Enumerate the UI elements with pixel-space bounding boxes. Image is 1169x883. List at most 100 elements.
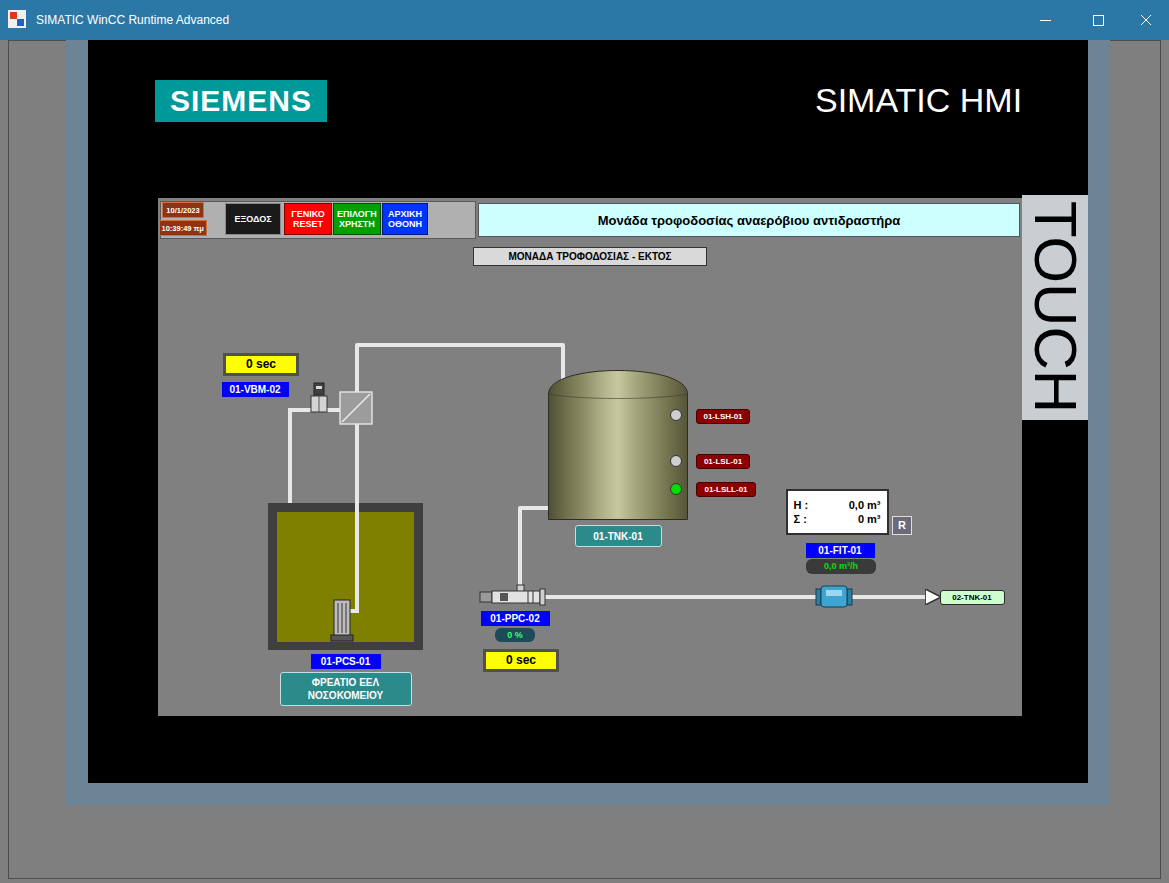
timer-display-text: 0 sec [246, 357, 276, 371]
header-button-band [161, 202, 476, 239]
hmi-screen [158, 198, 1022, 716]
icon-base [8, 10, 26, 28]
progressive-cavity-pump [480, 585, 545, 605]
pump-rib [528, 591, 529, 603]
touch-band [1022, 195, 1088, 420]
meter-flange [847, 589, 852, 605]
tank-drawing [548, 370, 688, 520]
panel-model: SIMATIC HMI [815, 81, 1022, 120]
speed-readout-text: 0 % [507, 630, 523, 640]
submersible-pump [334, 600, 350, 636]
node-caption-stack: 01-PCS-01ΦΡΕΑΤΙΟ ΕΕΛ ΝΟΣΟΚΟΜΕΙΟΥ [268, 654, 423, 706]
equipment-tag: 01-PPC-02 [481, 611, 550, 626]
close-glyph [1141, 15, 1151, 25]
window-title: SIMATIC WinCC Runtime Advanced [36, 13, 229, 27]
app-icon [8, 10, 26, 28]
valve-actuator-mark [316, 386, 322, 389]
brand-logo-text: SIEMENS [170, 84, 312, 118]
reset-button-text: R [898, 519, 906, 531]
status-banner: ΜΟΝΑΔΑ ΤΡΟΦΟΔΟΣΙΑΣ - ΕΚΤΟΣ [473, 247, 707, 266]
time-display: 10:39:49 πμ [159, 220, 207, 236]
nav-button: ΕΠΙΛΟΓΗ ΧΡΗΣΤΗ [333, 203, 381, 235]
return-pipe [290, 410, 340, 503]
pump-body [492, 591, 540, 603]
panel-front [88, 40, 1088, 783]
destination-tag: 02-TNK-01 [940, 590, 1005, 605]
pump-flange [540, 589, 545, 605]
filter-body [340, 392, 372, 424]
tank-vessel: 01-TNK-01 [548, 370, 688, 520]
nav-button-text: ΕΞΟΔΟΣ [234, 214, 271, 224]
speed-readout: 0 % [495, 628, 535, 642]
valve-stem [319, 396, 320, 412]
nav-button: ΕΞΟΔΟΣ [225, 203, 281, 235]
valve-actuator [314, 383, 324, 395]
nav-button: ΑΡΧΙΚΗ ΟΘΟΝΗ [382, 203, 428, 235]
sump-pit-text: 01-PCS-01 [311, 654, 381, 669]
process-pipe [520, 508, 940, 597]
status-banner-text: ΜΟΝΑΔΑ ΤΡΟΦΟΔΟΣΙΑΣ - ΕΚΤΟΣ [508, 251, 671, 262]
totalizer-display-text: 0,0 m³ [818, 499, 880, 511]
totalizer-display-text: Σ : [794, 513, 809, 525]
pump-grille [346, 603, 347, 633]
nav-button: ΓΕΝΙΚΟ RESET [284, 203, 332, 235]
valve-body [311, 396, 327, 412]
tank-shell [549, 371, 688, 520]
timer-display: 0 sec [223, 353, 299, 376]
frame-outline [9, 41, 1161, 879]
level-switch-tag-text: 01-LSL-01 [704, 457, 742, 466]
pump-grille [338, 603, 339, 633]
minimize-glyph [1040, 20, 1051, 21]
equipment-tag-text: 01-FIT-01 [818, 545, 861, 556]
level-switch-tag: 01-LSLL-01 [696, 482, 756, 497]
pump-rib [533, 591, 534, 603]
process-pipe [357, 345, 563, 503]
totalizer-display-text: 0 m³ [818, 513, 880, 525]
totalizer-display: Η : 0,0 m³ Σ : 0 m³ [786, 489, 889, 535]
node-caption-stack: 01-TNK-01 [548, 525, 688, 547]
level-lamp-active [671, 484, 682, 495]
valve-symbol [311, 383, 327, 412]
filter-diagonal [342, 394, 370, 422]
level-lamp [671, 456, 682, 467]
date-display: 10/1/2023 [162, 202, 204, 218]
sump-wall [268, 503, 423, 650]
screen-title: Μονάδα τροφοδοσίας αναερόβιου αντιδραστή… [478, 203, 1020, 237]
timer-display-text: 0 sec [506, 653, 536, 667]
level-switch-tag-text: 01-LSLL-01 [704, 485, 747, 494]
nav-button-text: ΕΠΙΛΟΓΗ ΧΡΗΣΤΗ [337, 209, 377, 230]
maximize-glyph [1094, 16, 1104, 26]
sump-pit: 01-PCS-01ΦΡΕΑΤΙΟ ΕΕΛ ΝΟΣΟΚΟΜΕΙΟΥ [268, 503, 423, 650]
title-bar [0, 0, 1169, 40]
pump-motor [480, 592, 492, 602]
equipment-tag-text: 01-PPC-02 [490, 613, 539, 624]
flow-readout: 0,0 m³/h [806, 559, 876, 574]
window-controls [1040, 15, 1151, 26]
pump-grille [342, 603, 343, 633]
pump-base [331, 635, 353, 641]
level-switch-tag-text: 01-LSH-01 [703, 412, 742, 421]
sump-liquid [277, 512, 414, 642]
level-lamp [671, 410, 682, 421]
tank-roof-seam [549, 394, 688, 399]
level-switch-tag: 01-LSL-01 [696, 454, 750, 469]
date-display-text: 10/1/2023 [166, 206, 199, 215]
riser-pipe [350, 503, 357, 611]
totalizer-display-text: Η : [794, 499, 809, 511]
reset-button: R [892, 516, 912, 535]
equipment-tag: 01-VBM-02 [222, 382, 289, 397]
screen-title-text: Μονάδα τροφοδοσίας αναερόβιου αντιδραστή… [598, 213, 900, 228]
panel-type: TOUCH [1025, 201, 1085, 413]
close-glyph [1141, 15, 1151, 25]
time-display-text: 10:39:49 πμ [162, 224, 204, 233]
flow-readout-text: 0,0 m³/h [824, 561, 858, 571]
level-switch-tag: 01-LSH-01 [696, 409, 750, 424]
icon-part [10, 12, 17, 19]
meter-flange [816, 589, 821, 605]
panel-bezel [66, 40, 1110, 805]
meter-body [821, 586, 847, 607]
meter-window [826, 590, 842, 596]
